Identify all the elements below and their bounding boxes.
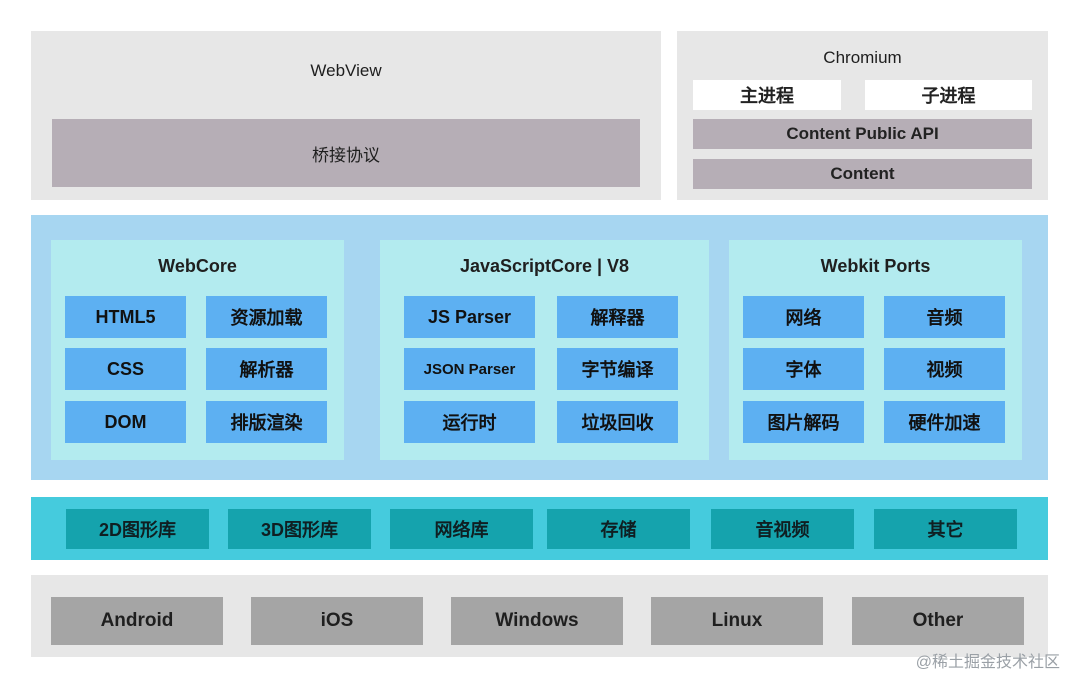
child-process-box: 子进程 (865, 80, 1032, 110)
webview-title: WebView (310, 61, 382, 80)
platform-linux: Linux (651, 597, 823, 645)
library-other: 其它 (874, 509, 1017, 549)
jscore-cell-bytecode-compile: 字节编译 (557, 348, 678, 390)
bridge-protocol-box: 桥接协议 (52, 119, 640, 187)
webcore-cell-resource-loading: 资源加载 (206, 296, 327, 338)
webcore-title: WebCore (158, 256, 237, 276)
chromium-panel: Chromium 主进程 子进程 Content Public API Cont… (677, 31, 1048, 200)
jscore-title: JavaScriptCore | V8 (459, 256, 630, 276)
platform-ios: iOS (251, 597, 423, 645)
ports-section: Webkit Ports 网络 音频 字体 视频 图片解码 硬件加速 (729, 240, 1022, 460)
platform-windows: Windows (451, 597, 623, 645)
jscore-section: JavaScriptCore | V8 JS Parser 解释器 JSON P… (380, 240, 709, 460)
content-bar: Content (693, 159, 1032, 189)
jscore-cell-interpreter: 解释器 (557, 296, 678, 338)
webkit-layer: WebCore HTML5 资源加载 CSS 解析器 DOM 排版渲染 Java… (31, 215, 1048, 480)
webview-panel: WebView 桥接协议 (31, 31, 661, 200)
webcore-cell-parser: 解析器 (206, 348, 327, 390)
main-process-box: 主进程 (693, 80, 841, 110)
webcore-cell-dom: DOM (65, 401, 186, 443)
webcore-section: WebCore HTML5 资源加载 CSS 解析器 DOM 排版渲染 (51, 240, 344, 460)
jscore-cell-runtime: 运行时 (404, 401, 535, 443)
jscore-cell-json-parser: JSON Parser (404, 348, 535, 390)
watermark-text: @稀土掘金技术社区 (915, 654, 1060, 671)
platform-android: Android (51, 597, 223, 645)
webcore-cell-html5: HTML5 (65, 296, 186, 338)
jscore-cell-garbage-collection: 垃圾回收 (557, 401, 678, 443)
webcore-cell-layout-rendering: 排版渲染 (206, 401, 327, 443)
ports-cell-audio: 音频 (884, 296, 1005, 338)
ports-cell-video: 视频 (884, 348, 1005, 390)
ports-cell-image-decoding: 图片解码 (743, 401, 864, 443)
platform-other: Other (852, 597, 1024, 645)
library-3d-graphics: 3D图形库 (228, 509, 371, 549)
chromium-title: Chromium (823, 48, 902, 67)
library-2d-graphics: 2D图形库 (66, 509, 209, 549)
ports-cell-font: 字体 (743, 348, 864, 390)
library-audio-video: 音视频 (711, 509, 854, 549)
ports-cell-hardware-acceleration: 硬件加速 (884, 401, 1005, 443)
platforms-layer: Android iOS Windows Linux Other (31, 575, 1048, 657)
ports-title: Webkit Ports (820, 256, 931, 276)
content-public-api-bar: Content Public API (693, 119, 1032, 149)
library-network: 网络库 (390, 509, 533, 549)
libraries-layer: 2D图形库 3D图形库 网络库 存储 音视频 其它 (31, 497, 1048, 560)
jscore-cell-js-parser: JS Parser (404, 296, 535, 338)
webcore-cell-css: CSS (65, 348, 186, 390)
ports-cell-network: 网络 (743, 296, 864, 338)
library-storage: 存储 (547, 509, 690, 549)
